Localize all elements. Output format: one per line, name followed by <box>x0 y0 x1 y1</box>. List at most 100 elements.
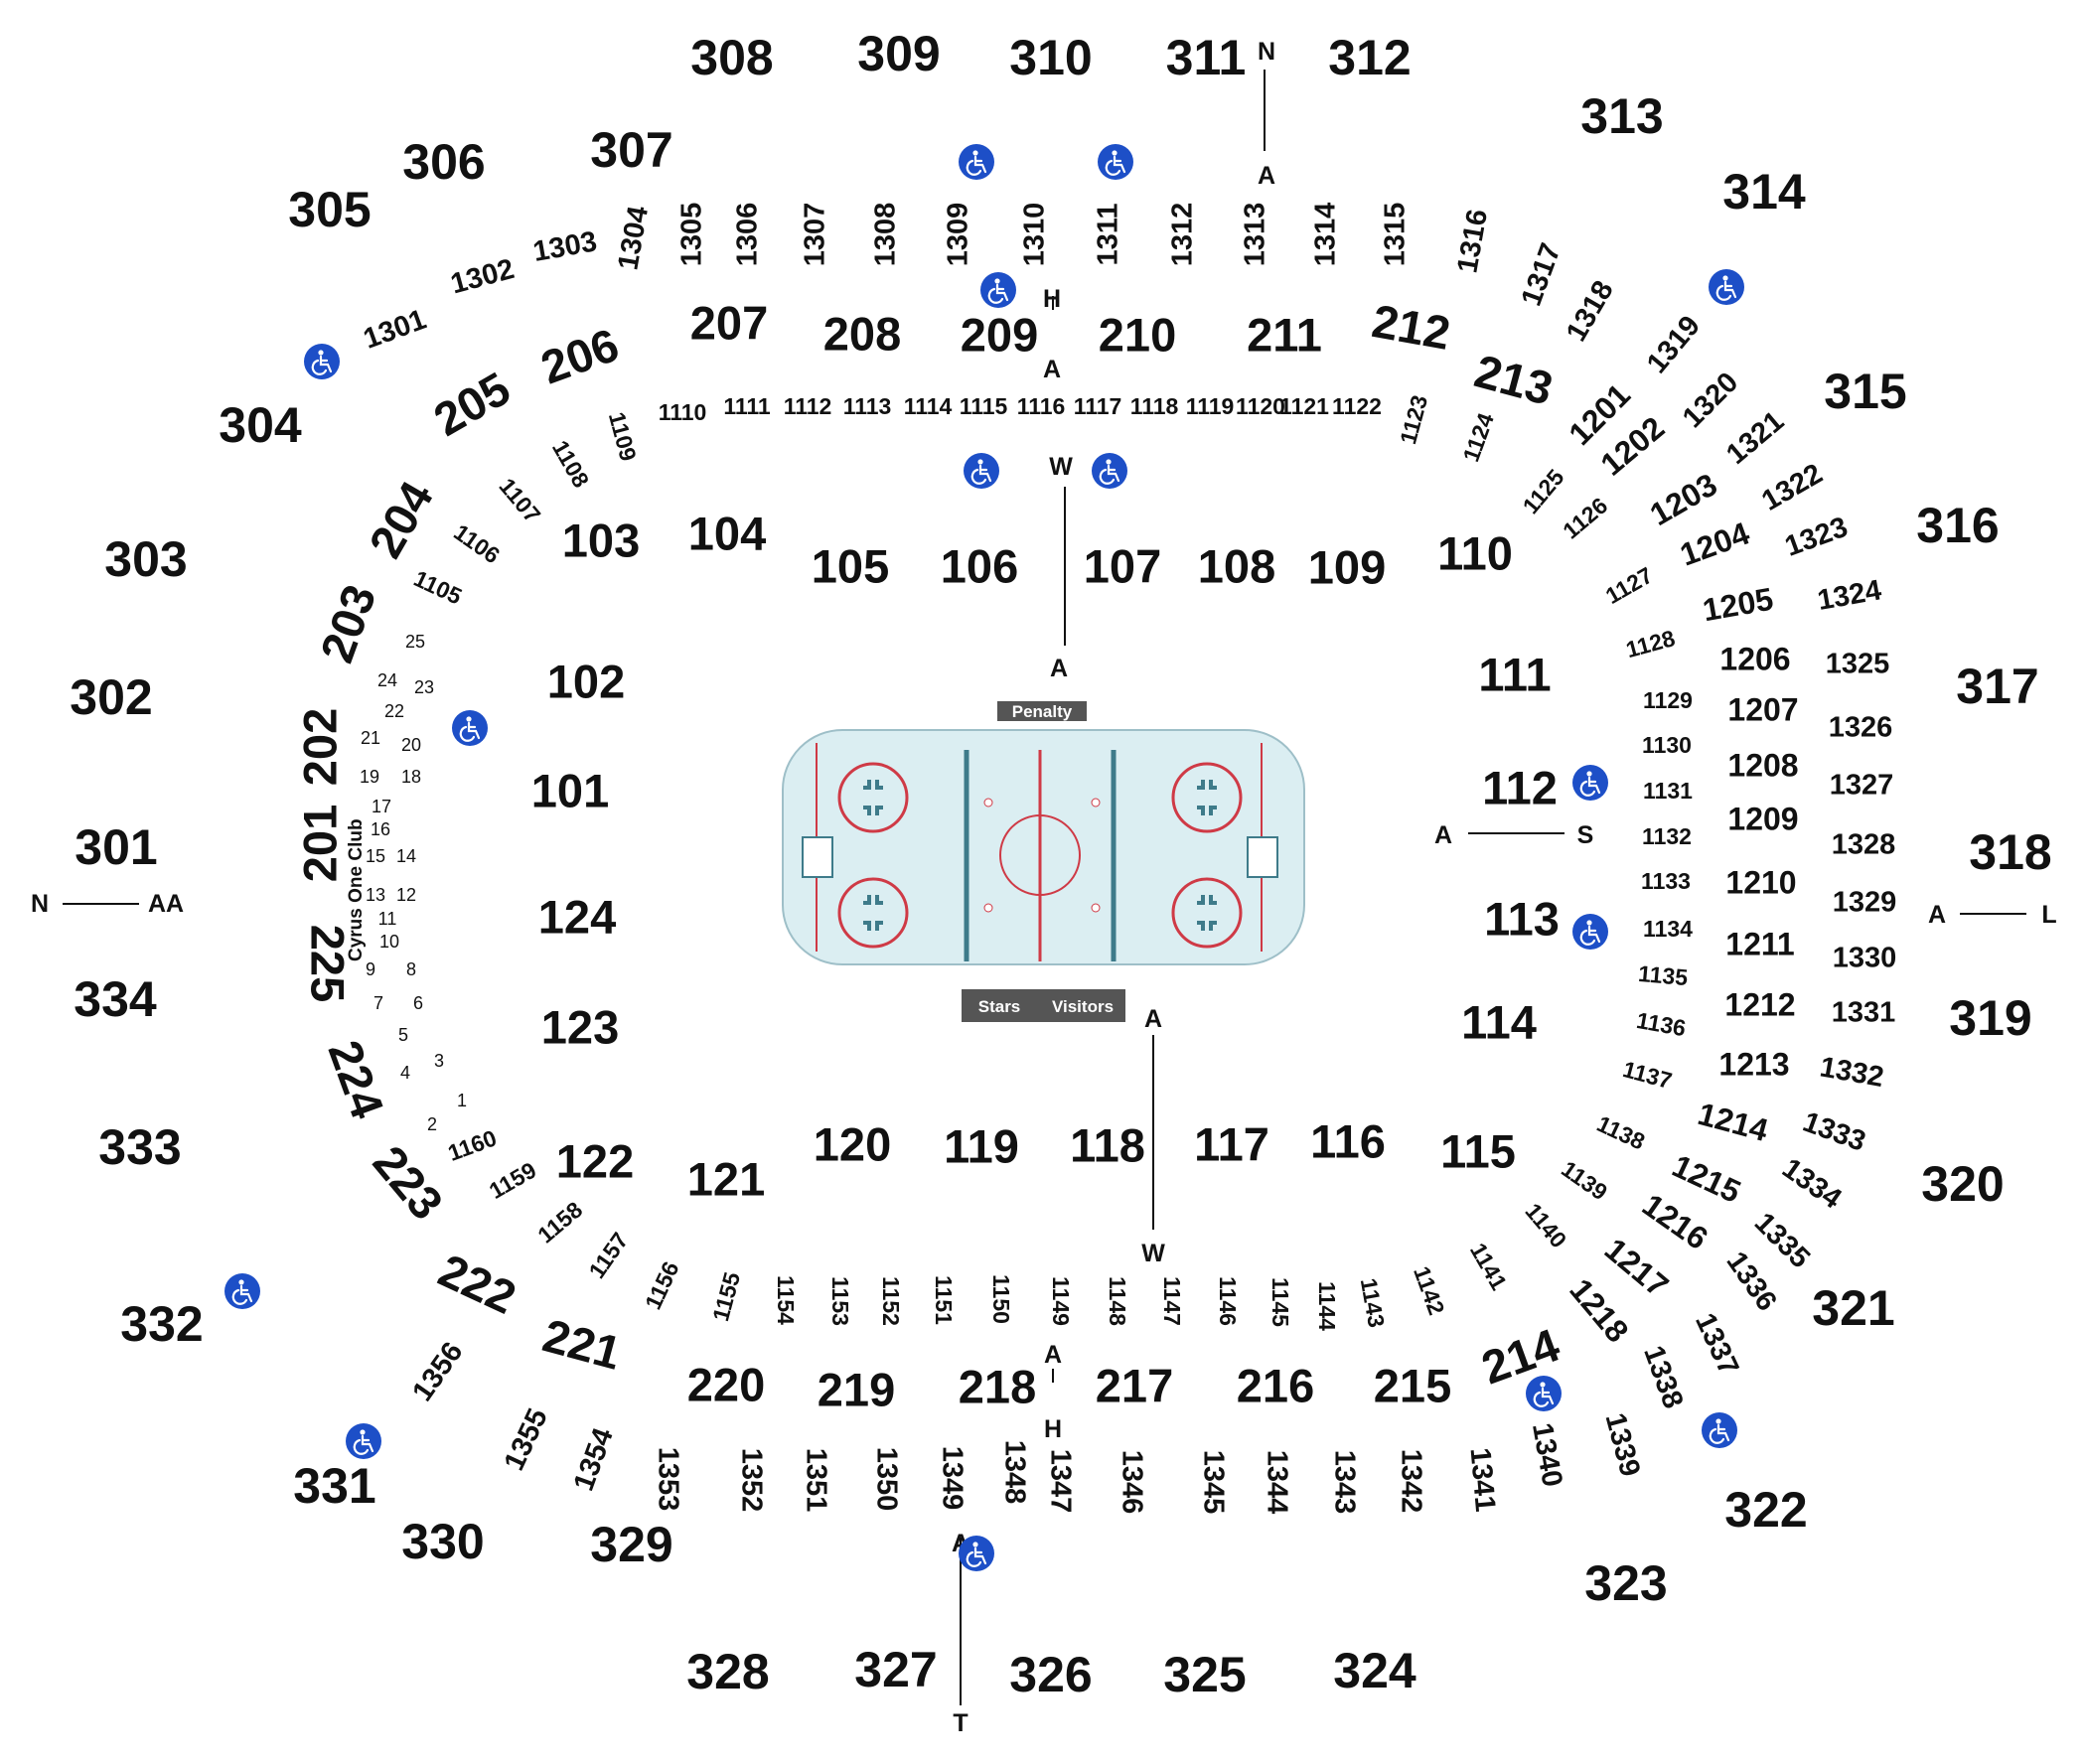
section-322[interactable]: 322 <box>1724 1482 1807 1538</box>
section-1140[interactable]: 1140 <box>1520 1198 1571 1252</box>
section-1158[interactable]: 1158 <box>532 1196 587 1248</box>
section-1329[interactable]: 1329 <box>1833 887 1897 919</box>
section-114[interactable]: 114 <box>1461 995 1537 1048</box>
section-1302[interactable]: 1302 <box>447 253 518 301</box>
section-1352[interactable]: 1352 <box>735 1448 767 1513</box>
club-seat-19[interactable]: 19 <box>360 767 379 787</box>
section-1216[interactable]: 1216 <box>1636 1187 1714 1256</box>
club-seat-21[interactable]: 21 <box>361 728 380 748</box>
section-1138[interactable]: 1138 <box>1593 1110 1649 1155</box>
section-1145[interactable]: 1145 <box>1267 1277 1293 1327</box>
section-1127[interactable]: 1127 <box>1601 562 1657 609</box>
section-216[interactable]: 216 <box>1237 1359 1314 1411</box>
section-1217[interactable]: 1217 <box>1598 1231 1676 1303</box>
section-1150[interactable]: 1150 <box>988 1274 1014 1324</box>
section-1326[interactable]: 1326 <box>1829 712 1893 744</box>
section-311[interactable]: 311 <box>1166 30 1247 85</box>
section-1313[interactable]: 1313 <box>1240 203 1271 267</box>
section-1148[interactable]: 1148 <box>1105 1276 1130 1326</box>
section-101[interactable]: 101 <box>531 764 609 816</box>
section-1345[interactable]: 1345 <box>1197 1450 1229 1515</box>
section-1136[interactable]: 1136 <box>1635 1007 1689 1041</box>
club-seat-14[interactable]: 14 <box>396 846 416 866</box>
section-1310[interactable]: 1310 <box>1019 203 1051 267</box>
section-1215[interactable]: 1215 <box>1667 1147 1746 1210</box>
section-116[interactable]: 116 <box>1310 1114 1386 1167</box>
section-204[interactable]: 204 <box>359 473 443 566</box>
section-1209[interactable]: 1209 <box>1727 801 1798 836</box>
section-308[interactable]: 308 <box>690 30 773 85</box>
section-326[interactable]: 326 <box>1009 1647 1092 1702</box>
section-1113[interactable]: 1113 <box>843 393 892 419</box>
section-331[interactable]: 331 <box>293 1458 375 1514</box>
section-1111[interactable]: 1111 <box>723 393 771 419</box>
section-1105[interactable]: 1105 <box>410 565 466 610</box>
section-1122[interactable]: 1122 <box>1332 393 1382 419</box>
section-1106[interactable]: 1106 <box>449 518 505 568</box>
section-213[interactable]: 213 <box>1469 344 1558 414</box>
section-108[interactable]: 108 <box>1198 539 1275 592</box>
section-212[interactable]: 212 <box>1368 294 1453 360</box>
club-seat-9[interactable]: 9 <box>366 959 375 979</box>
section-309[interactable]: 309 <box>857 26 940 81</box>
section-202[interactable]: 202 <box>293 708 346 786</box>
section-120[interactable]: 120 <box>814 1117 891 1170</box>
section-1324[interactable]: 1324 <box>1815 574 1883 617</box>
section-1208[interactable]: 1208 <box>1727 747 1798 783</box>
section-207[interactable]: 207 <box>690 296 768 349</box>
section-1330[interactable]: 1330 <box>1833 943 1897 974</box>
section-107[interactable]: 107 <box>1084 539 1161 592</box>
section-1346[interactable]: 1346 <box>1116 1450 1147 1515</box>
section-320[interactable]: 320 <box>1921 1156 2004 1212</box>
section-106[interactable]: 106 <box>941 539 1018 592</box>
section-102[interactable]: 102 <box>547 655 625 707</box>
section-1336[interactable]: 1336 <box>1719 1247 1782 1317</box>
section-1337[interactable]: 1337 <box>1689 1308 1744 1380</box>
section-124[interactable]: 124 <box>538 890 616 943</box>
section-1308[interactable]: 1308 <box>870 203 902 267</box>
section-123[interactable]: 123 <box>541 1000 619 1053</box>
section-208[interactable]: 208 <box>823 307 901 360</box>
section-1316[interactable]: 1316 <box>1451 207 1494 275</box>
section-1351[interactable]: 1351 <box>800 1448 831 1513</box>
section-121[interactable]: 121 <box>687 1152 765 1205</box>
section-1341[interactable]: 1341 <box>1464 1446 1502 1513</box>
club-seat-13[interactable]: 13 <box>366 885 385 905</box>
section-217[interactable]: 217 <box>1096 1359 1173 1411</box>
club-seat-24[interactable]: 24 <box>377 670 397 690</box>
section-1115[interactable]: 1115 <box>960 393 1008 419</box>
club-seat-15[interactable]: 15 <box>366 846 385 866</box>
section-318[interactable]: 318 <box>1969 824 2051 880</box>
section-1117[interactable]: 1117 <box>1074 393 1122 419</box>
section-1159[interactable]: 1159 <box>485 1157 540 1204</box>
section-1203[interactable]: 1203 <box>1644 466 1723 532</box>
section-215[interactable]: 215 <box>1374 1359 1451 1411</box>
section-201[interactable]: 201 <box>293 805 346 882</box>
section-1205[interactable]: 1205 <box>1700 581 1775 629</box>
section-1134[interactable]: 1134 <box>1643 916 1693 942</box>
section-119[interactable]: 119 <box>944 1119 1019 1172</box>
section-224[interactable]: 224 <box>319 1034 395 1125</box>
section-1354[interactable]: 1354 <box>568 1424 620 1496</box>
section-223[interactable]: 223 <box>364 1135 454 1229</box>
section-334[interactable]: 334 <box>74 971 157 1027</box>
club-seat-18[interactable]: 18 <box>401 767 421 787</box>
section-325[interactable]: 325 <box>1163 1647 1246 1702</box>
section-1214[interactable]: 1214 <box>1695 1096 1772 1148</box>
section-1130[interactable]: 1130 <box>1642 732 1692 758</box>
section-1340[interactable]: 1340 <box>1526 1420 1568 1489</box>
section-1303[interactable]: 1303 <box>530 225 599 268</box>
section-317[interactable]: 317 <box>1956 659 2038 714</box>
section-1339[interactable]: 1339 <box>1598 1409 1646 1480</box>
section-1206[interactable]: 1206 <box>1719 641 1790 676</box>
section-1112[interactable]: 1112 <box>784 393 832 419</box>
club-seat-25[interactable]: 25 <box>405 632 425 652</box>
section-312[interactable]: 312 <box>1328 30 1411 85</box>
section-1331[interactable]: 1331 <box>1832 997 1896 1029</box>
club-seat-17[interactable]: 17 <box>372 797 391 816</box>
section-1343[interactable]: 1343 <box>1328 1450 1360 1515</box>
club-seat-5[interactable]: 5 <box>398 1025 408 1045</box>
club-seat-23[interactable]: 23 <box>414 677 434 697</box>
section-1147[interactable]: 1147 <box>1159 1276 1185 1326</box>
section-330[interactable]: 330 <box>401 1514 484 1569</box>
